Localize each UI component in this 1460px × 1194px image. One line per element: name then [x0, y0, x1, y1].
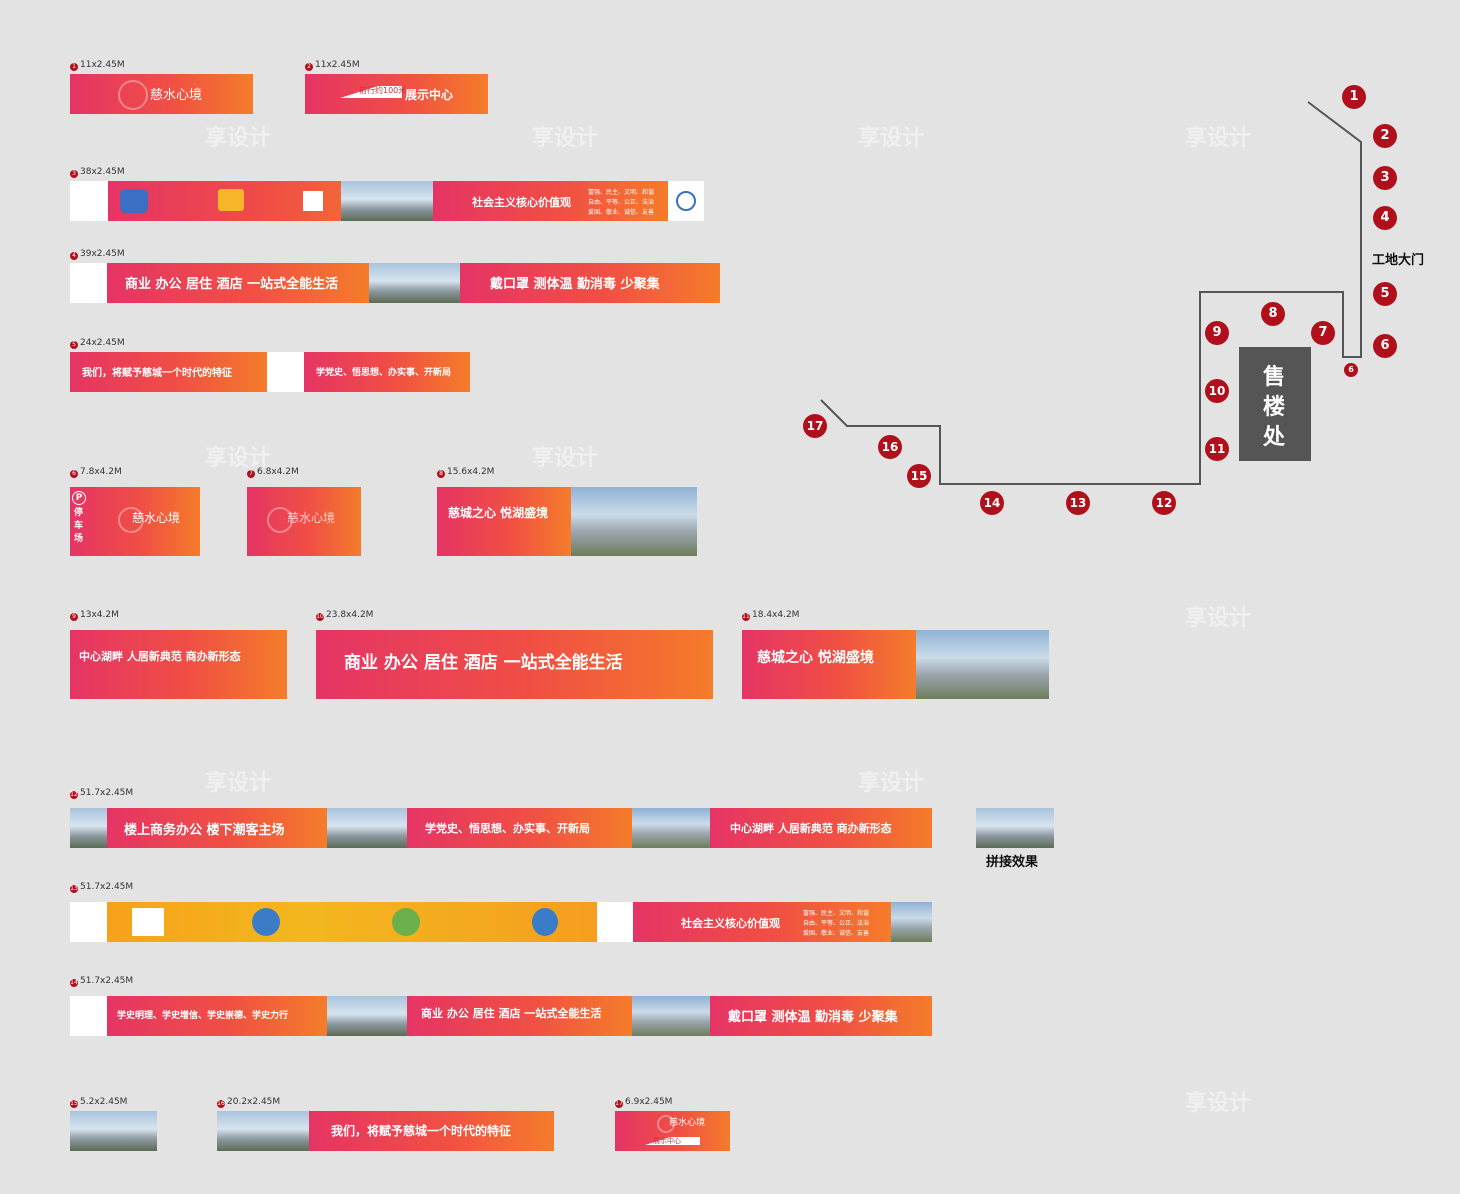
- watermark: 享设计: [532, 126, 599, 151]
- banner-3: 社会主义核心价值观 富强、民主、文明、和谐 自由、平等、公正、法治 爱国、敬业、…: [70, 181, 704, 221]
- map-marker-10: 10: [1205, 379, 1229, 403]
- arrow-icon: [645, 1137, 700, 1145]
- map-marker-13: 13: [1066, 491, 1090, 515]
- banner-15: [70, 1111, 157, 1151]
- map-marker-4: 4: [1373, 206, 1397, 230]
- showroom-text: 展示中心: [405, 88, 454, 102]
- watermark: 享设计: [1185, 1091, 1252, 1116]
- parking-icon: P: [72, 491, 86, 505]
- map-marker-16: 16: [878, 435, 902, 459]
- banner-10: 商业 办公 居住 酒店 一站式全能生活: [316, 630, 713, 699]
- map-marker-6: 6: [1373, 334, 1397, 358]
- banner-13: 社会主义核心价值观 富强、民主、文明、和谐 自由、平等、公正、法治 爱国、敬业、…: [70, 902, 932, 942]
- watermark: 享设计: [1185, 126, 1252, 151]
- map-marker-3: 3: [1373, 166, 1397, 190]
- watermark: 享设计: [205, 771, 272, 796]
- banner-12: 楼上商务办公 楼下潮客主场 学党史、悟思想、办实事、开新局 中心湖畔 人居新典范…: [70, 808, 932, 848]
- map-marker-1: 1: [1342, 85, 1366, 109]
- map-marker-14: 14: [980, 491, 1004, 515]
- banner-7: 慈水心境: [247, 487, 361, 556]
- banner-2: 前行约100米 展示中心: [305, 74, 488, 114]
- map-marker-9: 9: [1205, 321, 1229, 345]
- site-route-map: [820, 101, 1362, 485]
- watermark: 享设计: [858, 126, 925, 151]
- map-marker-17: 17: [803, 414, 827, 438]
- watermark: 享设计: [858, 771, 925, 796]
- core-values-title: 社会主义核心价值观: [472, 196, 571, 209]
- watermark: 享设计: [205, 126, 272, 151]
- watermark: 享设计: [532, 446, 599, 471]
- watermark: 享设计: [1185, 606, 1252, 631]
- banner-17: 慈水心境 展示中心: [615, 1111, 730, 1151]
- splice-preview: [976, 808, 1054, 848]
- banner-9: 中心湖畔 人居新典范 商办新形态: [70, 630, 287, 699]
- map-marker-15: 15: [907, 464, 931, 488]
- arrow-icon: [340, 86, 402, 98]
- banner-16: 我们，将赋予慈城一个时代的特征: [217, 1111, 554, 1151]
- map-marker-11: 11: [1205, 437, 1229, 461]
- banner-1: 慈水心境: [70, 74, 253, 114]
- map-marker-8: 8: [1261, 302, 1285, 326]
- map-marker-6-small: 6: [1344, 363, 1358, 377]
- distance-text: 前行约100米: [359, 86, 407, 95]
- map-marker-7: 7: [1311, 321, 1335, 345]
- map-marker-5: 5: [1373, 282, 1397, 306]
- banner-5: 我们，将赋予慈城一个时代的特征 学党史、悟思想、办实事、开新局: [70, 352, 470, 392]
- splice-label: 拼接效果: [986, 855, 1039, 870]
- gate-label: 工地大门: [1372, 253, 1425, 268]
- watermark: 享设计: [205, 446, 272, 471]
- map-marker-2: 2: [1373, 124, 1397, 148]
- logo-text: 慈水心境: [150, 88, 203, 103]
- map-marker-12: 12: [1152, 491, 1176, 515]
- banner-14: 学史明理、学史增信、学史崇德、学史力行 商业 办公 居住 酒店 一站式全能生活 …: [70, 996, 932, 1036]
- banner-8: 慈城之心 悦湖盛境: [437, 487, 697, 556]
- banner-11: 慈城之心 悦湖盛境: [742, 630, 1049, 699]
- banner-6: P 停车场 慈水心境: [70, 487, 200, 556]
- banner-4: 商业 办公 居住 酒店 一站式全能生活 戴口罩 测体温 勤消毒 少聚集: [70, 263, 720, 303]
- sales-office: 售 楼 处: [1239, 347, 1311, 461]
